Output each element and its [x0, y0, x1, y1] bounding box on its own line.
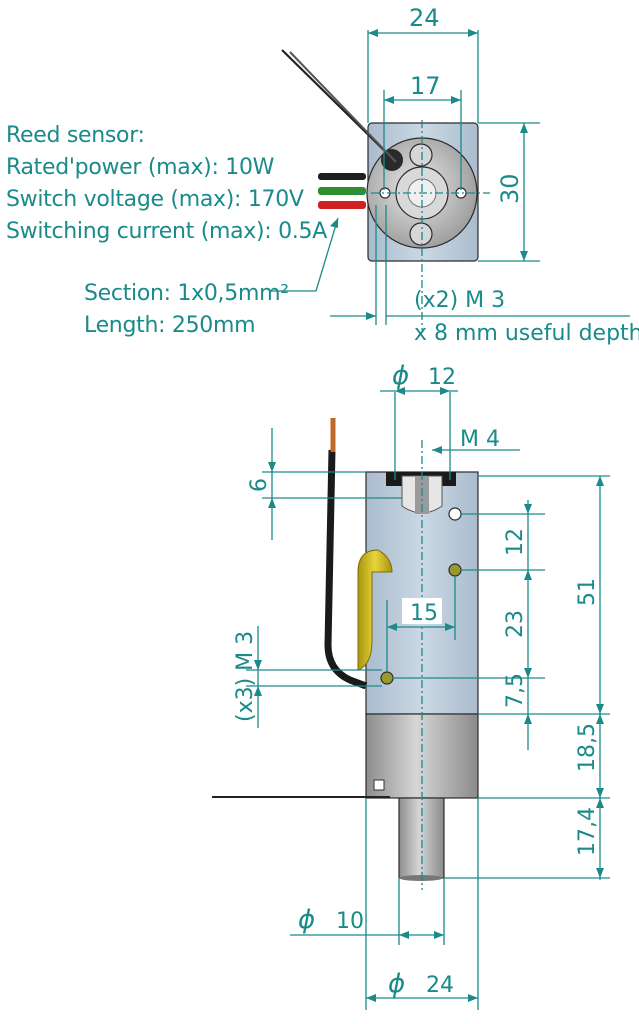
spec-power: Rated'power (max): 10W	[6, 155, 275, 180]
dim-phi10-symbol: ϕ	[298, 905, 315, 935]
dim-51: 51	[575, 578, 600, 606]
cable-specs: Section: 1x0,5mm² Length: 250mm	[84, 278, 289, 342]
thread-side-view: (x3) M 3	[233, 631, 258, 722]
wire-red	[318, 201, 366, 209]
dim-phi12-symbol: ϕ	[392, 361, 409, 391]
dim-height-30: 30	[496, 173, 524, 204]
black-cable	[324, 449, 368, 690]
side-view: ϕ 12 M 4 6 12 23 7,5	[212, 361, 610, 1010]
top-view: 24 17 30 (x2) M 3 x 8 mm useful depth	[270, 4, 639, 346]
dim-phi24: 24	[426, 973, 454, 998]
cable-outlet-2	[289, 51, 397, 163]
thread-top-view: (x2) M 3	[414, 288, 505, 313]
shaft-end	[399, 875, 443, 881]
side-hole-3	[380, 671, 394, 685]
dim-185: 18,5	[575, 723, 600, 772]
grommet	[381, 149, 403, 171]
dim-15: 15	[410, 601, 438, 626]
reed-sensor-specs: Reed sensor: Rated'power (max): 10W Swit…	[6, 120, 327, 248]
yellow-wire	[357, 549, 393, 671]
cable-length: Length: 250mm	[84, 313, 256, 338]
spec-current: Switching current (max): 0.5A	[6, 219, 327, 244]
thread-m4: M 4	[460, 427, 500, 452]
dim-depth-6: 6	[247, 478, 272, 492]
small-square	[373, 779, 385, 791]
spec-title: Reed sensor:	[6, 123, 145, 148]
dim-phi24-symbol: ϕ	[388, 969, 405, 999]
dim-spacing-17: 17	[410, 72, 441, 100]
side-hole-1	[448, 507, 462, 521]
wire-green	[318, 187, 366, 195]
spec-voltage: Switch voltage (max): 170V	[6, 187, 304, 212]
screw-bottom	[409, 222, 433, 246]
wire-black	[318, 173, 366, 180]
dim-23: 23	[503, 610, 528, 638]
screw-top	[409, 143, 433, 167]
dim-phi12: 12	[428, 365, 456, 390]
dim-width-24: 24	[409, 4, 440, 32]
dim-12: 12	[503, 528, 528, 556]
cable-section: Section: 1x0,5mm²	[84, 281, 289, 306]
side-hole-2	[448, 563, 462, 577]
thread-depth: x 8 mm useful depth	[414, 321, 639, 346]
dim-75: 7,5	[503, 673, 528, 708]
dim-phi10: 10	[336, 909, 364, 934]
dim-174: 17,4	[575, 807, 600, 856]
